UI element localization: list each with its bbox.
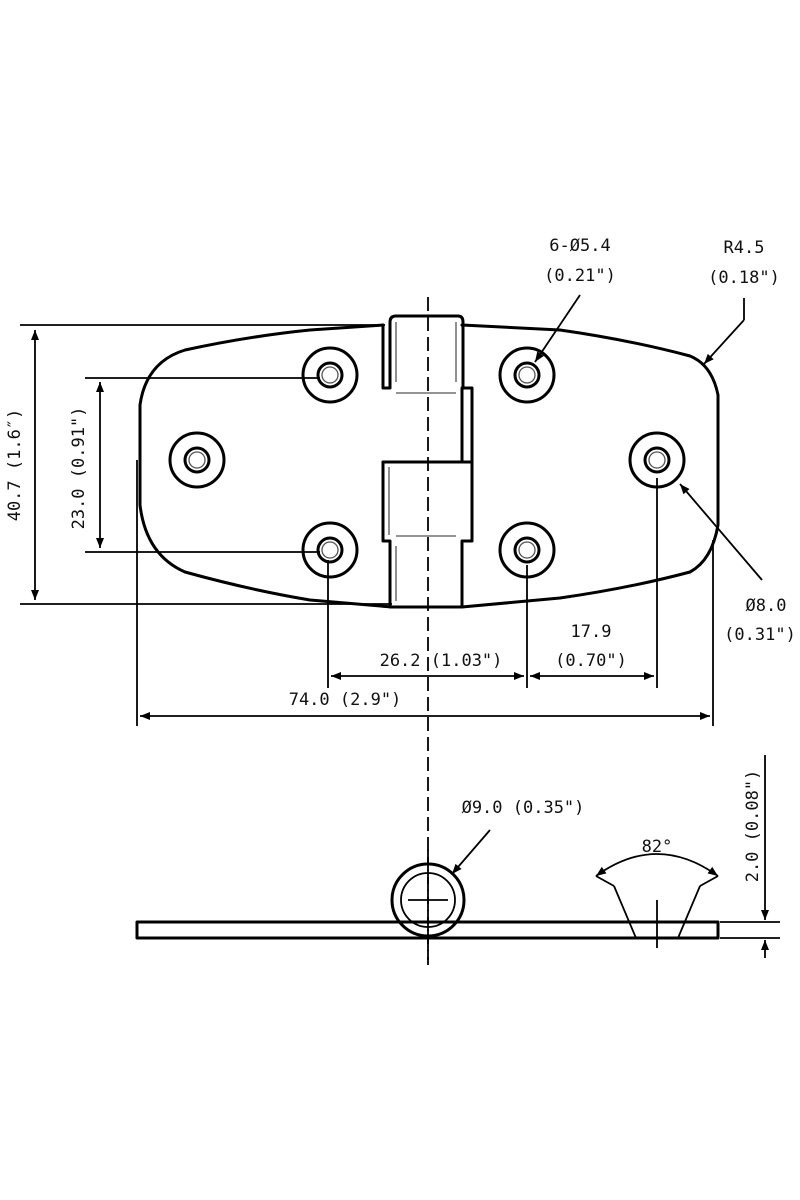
corner-radius-label: R4.5 [724, 238, 765, 258]
knuckle-outline [381, 314, 474, 464]
countersink-angle-label: 82° [642, 837, 673, 857]
left-leaf-outline [138, 323, 394, 609]
right-leaf-outline [460, 323, 720, 609]
hinge-top-view [138, 314, 720, 609]
knuckle-dia-label: Ø9.0 (0.35") [462, 798, 585, 818]
countersink-dia-label: Ø8.0 [746, 596, 787, 616]
hole-spec-in-label: (0.21") [544, 266, 616, 286]
hole-spec-callout: 6-Ø5.4 (0.21") [534, 236, 616, 363]
height-dimension: 40.7 (1.6″) [5, 324, 392, 605]
hole-vertical-spacing-dimension: 23.0 (0.91") [69, 377, 320, 553]
width-dimension: 74.0 (2.9") [136, 460, 714, 726]
thickness-label: 2.0 (0.08") [743, 770, 763, 883]
mounting-hole [498, 346, 556, 404]
hole-vertical-spacing-label: 23.0 (0.91") [69, 407, 89, 530]
countersink-angle-dimension: 82° [595, 837, 719, 887]
countersink-dia-callout: Ø8.0 (0.31") [679, 483, 796, 645]
thickness-dimension: 2.0 (0.08") [720, 755, 780, 958]
hole-offset-dimension: 17.9 (0.70") [530, 478, 658, 688]
hole-offset-label: 17.9 [571, 622, 612, 642]
countersink-dia-in-label: (0.31") [724, 625, 796, 645]
mounting-hole [168, 431, 226, 489]
hinge-side-view [135, 850, 720, 960]
corner-radius-callout: R4.5 (0.18") [703, 238, 780, 365]
mounting-hole [301, 521, 359, 579]
hole-horizontal-spacing-label: 26.2 (1.03") [380, 651, 503, 671]
knuckle-dia-callout: Ø9.0 (0.35") [451, 798, 585, 875]
height-label: 40.7 (1.6″) [5, 409, 25, 522]
hole-offset-in-label: (0.70") [555, 651, 627, 671]
width-label: 74.0 (2.9") [289, 690, 402, 710]
hole-spec-label: 6-Ø5.4 [549, 236, 610, 256]
hole-horizontal-spacing-dimension: 26.2 (1.03") [327, 560, 528, 688]
mounting-hole [301, 346, 359, 404]
corner-radius-in-label: (0.18") [708, 268, 780, 288]
